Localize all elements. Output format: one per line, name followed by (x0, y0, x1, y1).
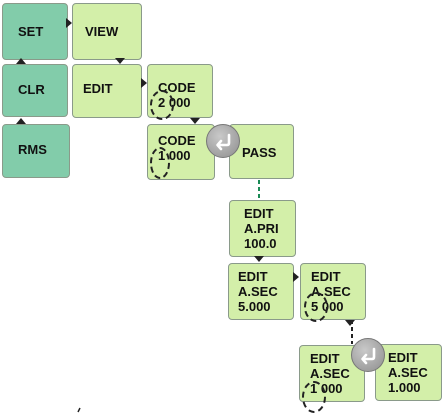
digit-highlight-asec-5000 (304, 292, 328, 322)
node-rms: RMS (2, 124, 70, 178)
tick-mark (77, 407, 81, 413)
digit-highlight-code-1000 (150, 147, 170, 179)
enter-icon-code (206, 124, 240, 158)
arrow-apri-to-asec (254, 256, 264, 262)
node-edit: EDIT (72, 64, 142, 118)
node-set: SET (2, 3, 68, 60)
arrow-rms-to-clr (16, 118, 26, 124)
arrow-set-to-view (66, 18, 72, 28)
digit-highlight-asec-1000 (302, 381, 326, 413)
node-edit-apri: EDIT A.PRI 100.0 (229, 200, 296, 257)
arrow-asec-to-enter (345, 320, 355, 326)
arrow-asec-to-asec (293, 272, 299, 282)
arrow-code-to-code (190, 118, 200, 124)
arrow-clr-to-set (16, 58, 26, 64)
arrow-view-to-edit (115, 58, 125, 64)
node-edit-asec-1000-right: EDIT A.SEC 1.000 (375, 344, 442, 401)
node-clr: CLR (2, 64, 68, 117)
node-edit-asec-5000-left: EDIT A.SEC 5.000 (228, 263, 294, 320)
node-pass: PASS (229, 124, 294, 179)
digit-highlight-code-2000 (150, 90, 174, 120)
enter-icon-asec (351, 338, 385, 372)
arrow-edit-to-code (141, 78, 147, 88)
node-view: VIEW (72, 3, 142, 60)
node-edit-asec-5000-right: EDIT A.SEC 5 000 (300, 263, 366, 320)
